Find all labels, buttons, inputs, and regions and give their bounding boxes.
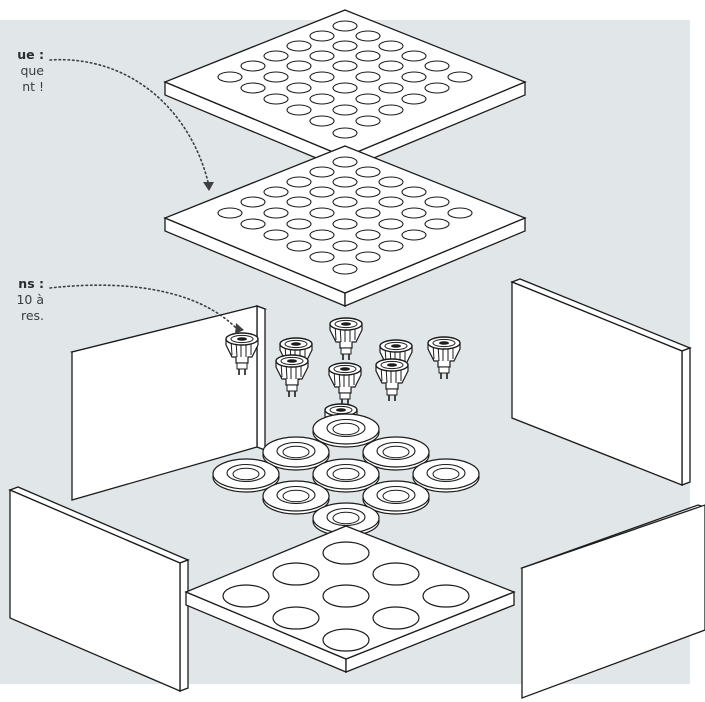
annotation-top-line-1: que [20, 63, 44, 78]
annotation-top: ue : que nt ! [0, 47, 44, 95]
left-front-panel [8, 486, 190, 692]
right-back-panel [510, 278, 692, 486]
middle-perforated-plate [163, 145, 527, 307]
right-front-panel [519, 504, 705, 699]
bottom-plate [184, 525, 516, 673]
annotation-top-line-2: nt ! [22, 79, 44, 94]
annotation-middle-line-1: 10 à [16, 292, 44, 307]
left-back-panel [69, 305, 268, 501]
annotation-middle-line-2: res. [20, 308, 44, 323]
top-perforated-plate [163, 9, 527, 171]
annotation-top-heading: ue : [17, 47, 44, 62]
arrowheads [203, 182, 244, 334]
callout-arrows [49, 58, 239, 331]
annotation-middle: ns : 10 à res. [0, 276, 44, 324]
annotation-middle-heading: ns : [18, 276, 44, 291]
